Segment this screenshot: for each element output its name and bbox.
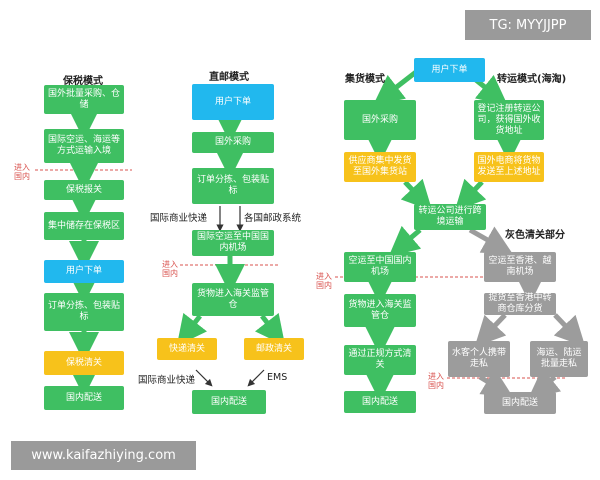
gray-step-2: 提货至香港中转商仓库分货 — [484, 293, 556, 315]
direct-step-express-clearance: 快递清关 — [157, 338, 217, 360]
gray-section-title: 灰色清关部分 — [505, 230, 565, 241]
bonded-step-3: 保税报关 — [44, 180, 124, 200]
bonded-border-label: 进入 国内 — [14, 163, 30, 181]
group-transit-center: 转运公司进行跨境运输 — [414, 204, 486, 230]
gray-step-5: 国内配送 — [484, 392, 556, 414]
stock-step-4: 货物进入海关监管仓 — [344, 294, 416, 327]
direct-step-6: 国内配送 — [192, 390, 266, 414]
direct-border-label: 进入 国内 — [162, 260, 178, 278]
forward-step-1: 登记注册转运公司，获得国外收货地址 — [474, 100, 544, 140]
direct-label-express: 国际商业快递 — [150, 213, 208, 224]
direct-step-3: 订单分拣、包装贴标 — [192, 168, 274, 204]
bonded-step-2: 国际空运、海运等方式运输入境 — [44, 129, 124, 163]
gray-step-4: 海运、陆运批量走私 — [530, 341, 588, 377]
bonded-mode-title: 保税模式 — [63, 76, 103, 87]
forward-mode-title: 转运模式(海淘) — [497, 74, 567, 85]
direct-step-4: 国际空运至中国国内机场 — [192, 230, 274, 256]
direct-step-postal-clearance: 邮政清关 — [244, 338, 304, 360]
stock-step-2: 供应商集中发货至国外集货站 — [344, 152, 416, 182]
bonded-step-8: 国内配送 — [44, 386, 124, 410]
group-order: 用户下单 — [414, 58, 485, 82]
bonded-step-4: 集中储存在保税区 — [44, 212, 124, 240]
bonded-step-7: 保税清关 — [44, 351, 124, 375]
bonded-step-1: 国外批量采购、仓储 — [44, 85, 124, 114]
gray-border-label: 进入 国内 — [428, 372, 444, 390]
watermark-site: www.kaifazhiying.com — [11, 441, 196, 470]
direct-mode-title: 直邮模式 — [209, 72, 249, 83]
direct-label-ems: EMS — [267, 372, 288, 383]
stock-step-6: 国内配送 — [344, 391, 416, 413]
direct-label-express-2: 国际商业快递 — [138, 375, 196, 386]
watermark-top: TG: MYYJJPP — [465, 10, 591, 40]
forward-step-2: 国外电商将货物发送至上述地址 — [474, 152, 544, 182]
stock-mode-title: 集货模式 — [345, 74, 385, 85]
stock-step-3: 空运至中国国内机场 — [344, 252, 416, 282]
direct-step-2: 国外采购 — [192, 132, 274, 153]
group-border-label: 进入 国内 — [316, 272, 332, 290]
direct-label-postal: 各国邮政系统 — [244, 213, 302, 224]
bonded-step-5: 用户下单 — [44, 260, 124, 283]
bonded-step-6: 订单分拣、包装贴标 — [44, 293, 124, 331]
direct-step-5: 货物进入海关监管仓 — [192, 283, 274, 316]
stock-step-5: 通过正规方式清关 — [344, 345, 416, 375]
gray-step-1: 空运至香港、越南机场 — [484, 252, 556, 282]
direct-step-1: 用户下单 — [192, 84, 274, 120]
stock-step-1: 国外采购 — [344, 100, 416, 140]
gray-step-3: 水客个人携带走私 — [448, 341, 510, 377]
